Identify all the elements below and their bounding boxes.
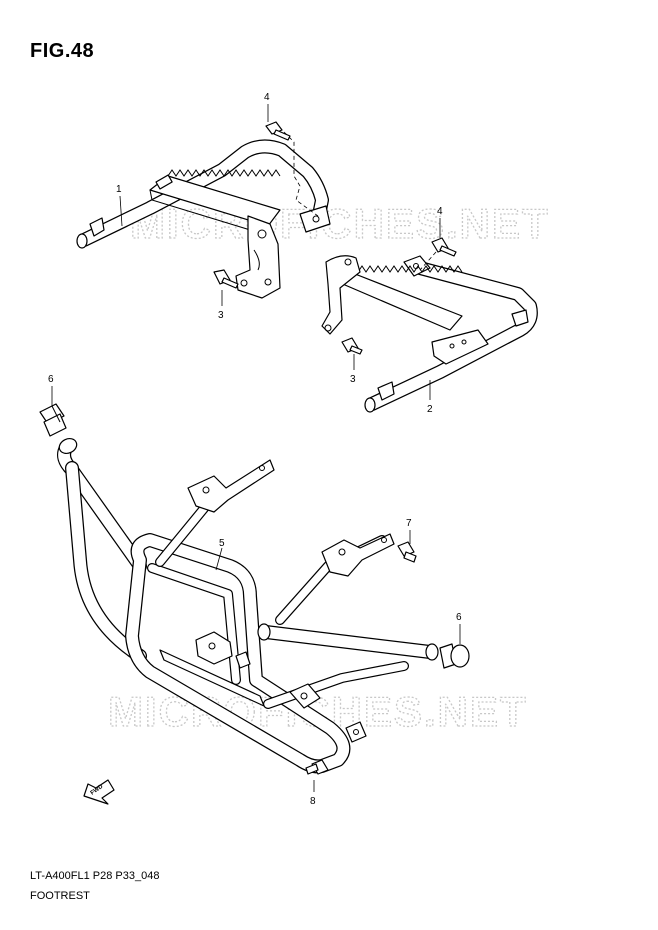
bolt-part-7 (397, 541, 417, 563)
callout-6-left: 6 (48, 374, 54, 385)
bolt-part-4-upper (265, 121, 291, 141)
callout-8: 8 (310, 796, 316, 807)
callout-7: 7 (406, 518, 412, 529)
figure-title: FIG.48 (30, 40, 95, 62)
footrest-left-part-1 (76, 139, 331, 299)
callout-4-upper: 4 (264, 92, 270, 103)
bolt-part-8 (305, 759, 329, 775)
fwd-arrow-icon: FWD (83, 779, 115, 805)
bolt-part-4-lower (431, 237, 457, 257)
bolt-part-3-upper (213, 269, 239, 289)
footrest-right-part-2 (321, 255, 538, 413)
watermark-top: MICROFICHES.NET (130, 200, 550, 247)
cap-part-6-left (39, 403, 67, 437)
callout-4-lower: 4 (437, 206, 443, 217)
callout-2: 2 (427, 404, 433, 415)
callout-6-right: 6 (456, 612, 462, 623)
callout-5: 5 (219, 538, 225, 549)
bolt-part-3-lower (341, 337, 363, 355)
callout-1: 1 (116, 184, 122, 195)
figure-code: LT-A400FL1 P28 P33_048 (30, 870, 160, 882)
cap-part-6-right (439, 643, 470, 669)
figure-name: FOOTREST (30, 890, 90, 902)
callout-3-lower: 3 (350, 374, 356, 385)
callout-3-upper: 3 (218, 310, 224, 321)
guard-frame-part-5 (57, 438, 439, 774)
